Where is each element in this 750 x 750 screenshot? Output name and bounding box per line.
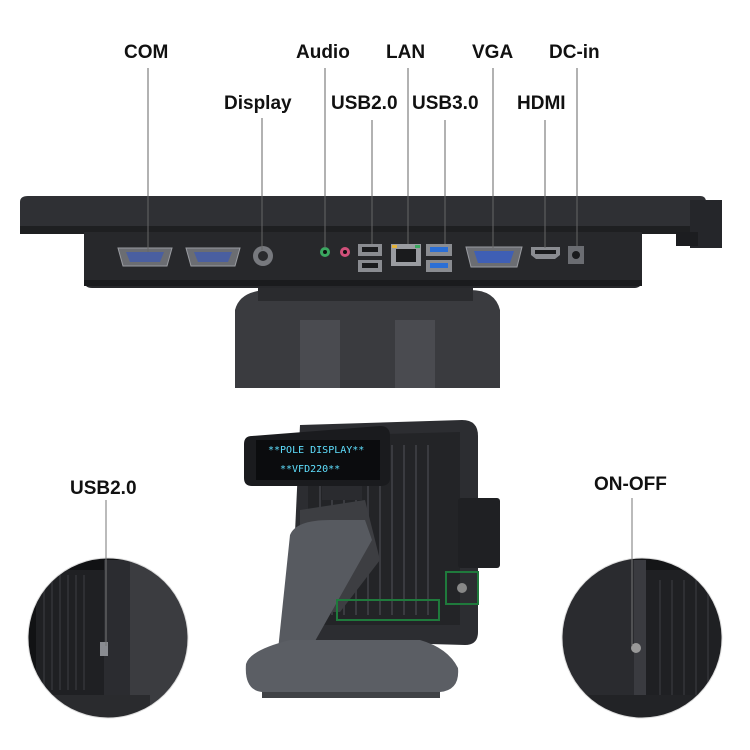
label-display: Display xyxy=(224,93,292,114)
label-on-off: ON-OFF xyxy=(594,474,667,495)
usb2-ports xyxy=(358,244,382,272)
top-callout-lines xyxy=(147,68,578,252)
label-usb2: USB2.0 xyxy=(331,93,398,114)
label-com: COM xyxy=(124,42,169,63)
com-port-1 xyxy=(117,247,173,267)
lan-port xyxy=(391,244,421,266)
usb3-ports xyxy=(426,244,452,272)
com-port-2 xyxy=(185,247,241,267)
label-dc-in: DC-in xyxy=(549,42,600,63)
pole-display-line1: **POLE DISPLAY** xyxy=(268,445,364,456)
label-usb2-side: USB2.0 xyxy=(70,478,137,499)
power-button-highlight-box xyxy=(445,571,479,605)
dc-in-port xyxy=(568,246,584,264)
display-power-port xyxy=(253,246,273,266)
bottom-callout-lines xyxy=(105,498,633,646)
label-hdmi: HDMI xyxy=(517,93,566,114)
label-vga: VGA xyxy=(472,42,514,63)
rear-panel-device xyxy=(20,196,722,288)
label-usb3: USB3.0 xyxy=(412,93,479,114)
pole-display-line2: **VFD220** xyxy=(280,464,340,475)
hdmi-port xyxy=(531,247,560,259)
vga-port xyxy=(465,246,523,268)
usb-highlight-box xyxy=(336,599,440,621)
label-lan: LAN xyxy=(386,42,426,63)
usb-zoom-circle xyxy=(28,558,188,718)
audio-ports xyxy=(320,247,350,257)
top-stand xyxy=(235,285,500,388)
power-zoom-circle xyxy=(562,558,722,718)
pos-terminal: **POLE DISPLAY** **VFD220** xyxy=(244,420,500,698)
label-audio: Audio xyxy=(296,42,350,63)
